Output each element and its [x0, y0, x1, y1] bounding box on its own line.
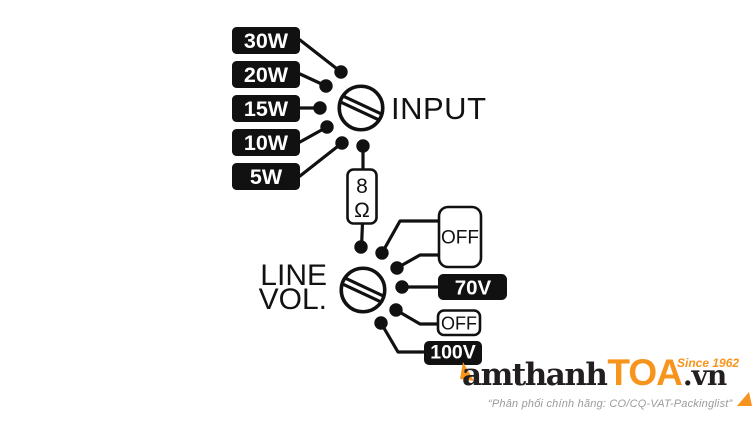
logo-text-brand: TOA	[607, 352, 682, 393]
position-label-off-lower: OFF	[441, 314, 477, 334]
input-dot-30w	[334, 65, 348, 79]
position-label-off-upper: OFF	[441, 228, 479, 249]
linevol-dot-impedance	[354, 240, 368, 254]
input-dot-20w	[319, 79, 333, 93]
position-box-off-lower	[436, 309, 482, 337]
linevol-dot-off-2	[390, 261, 404, 275]
position-box-70v	[438, 274, 507, 300]
input-dot-15w	[313, 101, 327, 115]
impedance-box: 8 Ω	[346, 168, 378, 225]
connector-100v	[379, 321, 425, 354]
tap-box-15w	[232, 95, 300, 122]
linevol-caption-line1: LINE	[260, 259, 327, 292]
logo-text-prefix: amthanh	[462, 357, 608, 393]
input-dot-5w	[335, 136, 349, 150]
input-rotary-dial	[337, 84, 385, 132]
tap-label-15w: 15W	[244, 97, 289, 121]
connector-off-upper-1	[380, 219, 440, 255]
logo-tagline-text: “Phân phối chính hãng: CO/CQ-VAT-Packing…	[488, 398, 733, 410]
input-caption: INPUT	[391, 91, 487, 126]
input-dial-slot	[338, 94, 384, 122]
impedance-box-outline	[346, 168, 378, 225]
connector-30w	[298, 38, 343, 74]
input-dot-impedance	[356, 139, 370, 153]
connector-off-lower	[394, 308, 439, 326]
wattage-tap-labels: 30W 20W 15W 10W 5W	[232, 27, 300, 190]
impedance-value: 8	[356, 175, 368, 198]
linevol-dot-off-1	[375, 246, 389, 260]
tap-label-10w: 10W	[244, 131, 289, 155]
logo-accent-triangle-right	[737, 392, 752, 406]
tap-label-5w: 5W	[250, 165, 283, 189]
position-label-100v: 100V	[430, 342, 476, 364]
tap-box-5w	[232, 163, 300, 190]
logo-since-text: Since 1962	[677, 356, 740, 370]
tap-box-20w	[232, 61, 300, 88]
linevol-caption: LINE VOL.	[259, 259, 327, 316]
linevol-dot-off-3	[389, 303, 403, 317]
input-dial-body	[337, 84, 385, 132]
position-label-70v: 70V	[455, 277, 492, 300]
position-box-off-upper	[437, 205, 483, 269]
input-dot-10w	[320, 120, 334, 134]
tap-label-20w: 20W	[244, 63, 289, 87]
impedance-unit-icon: Ω	[354, 199, 370, 222]
linevol-dial-body	[339, 266, 387, 314]
connector-5w	[298, 141, 344, 178]
position-box-100v	[424, 341, 482, 365]
linevol-rotary-dial	[339, 266, 387, 314]
line-position-labels: OFF 70V OFF 100V	[424, 205, 507, 365]
linevol-dot-70v	[395, 280, 409, 294]
linevol-dot-100v	[374, 316, 388, 330]
connector-off-upper-2	[395, 253, 440, 270]
logo-text-suffix: .vn	[682, 359, 727, 392]
logo-accent-triangle-left	[460, 362, 474, 381]
tap-label-30w: 30W	[244, 29, 289, 53]
linevol-dial-slot	[340, 276, 386, 304]
linevol-caption-line2: VOL.	[259, 283, 327, 316]
tap-box-30w	[232, 27, 300, 54]
tap-box-10w	[232, 129, 300, 156]
